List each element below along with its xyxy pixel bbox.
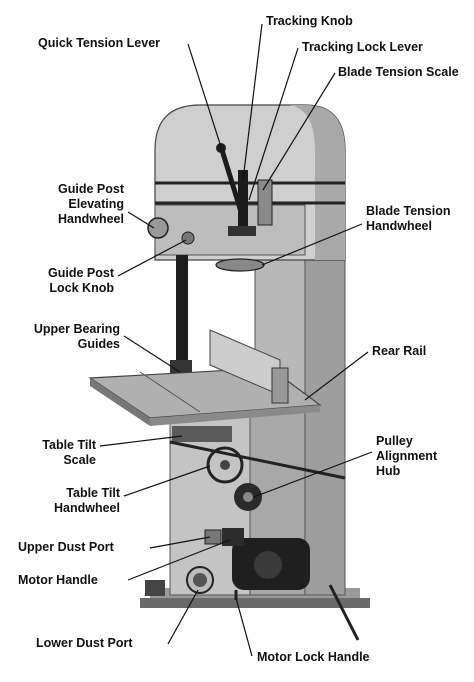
tracking-block xyxy=(228,226,256,236)
label-line: Hub xyxy=(376,464,401,478)
label-line: Guides xyxy=(77,337,120,351)
label-motor-handle: Motor Handle xyxy=(18,573,98,587)
table-tilt-handwheel-shape xyxy=(206,446,244,484)
tension-rod xyxy=(238,170,248,230)
leader-lock-knob xyxy=(117,239,187,277)
label-quick-tension-lever: Quick Tension Lever xyxy=(38,36,161,50)
label-upper-bearing-guides: Upper Bearing Guides xyxy=(10,322,120,352)
label-line: Table Tilt xyxy=(42,438,96,452)
label-lower-dust-port: Lower Dust Port xyxy=(36,636,133,650)
leader-upper-bearing-guides xyxy=(123,335,181,373)
leader-motor-handle xyxy=(127,539,231,581)
upper-dust-port-shape xyxy=(204,529,222,545)
foot-block xyxy=(145,580,165,596)
label-line: Table Tilt xyxy=(66,486,120,500)
label-line: Handwheel xyxy=(54,501,120,515)
motor-fan-cover xyxy=(254,551,282,579)
leader-quick-tension-lever xyxy=(187,43,223,151)
leader-tracking-lock-lever xyxy=(248,47,299,201)
table-edge-front xyxy=(90,378,150,426)
leader-table-tilt-scale xyxy=(99,435,183,447)
blade-tension-scale-shape xyxy=(257,179,273,226)
label-pulley-alignment-hub: Pulley Alignment Hub xyxy=(376,434,437,479)
table-edge-side xyxy=(150,405,320,426)
leader-lower-dust-port xyxy=(167,589,199,645)
elevating-handwheel-shape xyxy=(147,217,169,239)
label-rear-rail: Rear Rail xyxy=(372,344,427,358)
label-line: Guide Post xyxy=(48,266,114,280)
pulley-hub-center xyxy=(243,492,253,502)
label-line: Upper Bearing xyxy=(33,322,120,336)
leader-blade-tension-handwheel xyxy=(261,223,363,266)
label-table-tilt-handwheel: Table Tilt Handwheel xyxy=(10,486,120,516)
blade-tension-handwheel-shape xyxy=(215,258,265,272)
label-line: Handwheel xyxy=(58,212,124,226)
leader-elevating-handwheel xyxy=(127,211,155,229)
trunnion xyxy=(172,426,232,442)
guide-post xyxy=(176,255,188,365)
label-upper-dust-port: Upper Dust Port xyxy=(18,540,114,554)
base-shadow xyxy=(140,598,370,608)
label-line: Pulley xyxy=(376,434,413,448)
label-table-tilt-scale: Table Tilt Scale xyxy=(10,438,96,468)
label-tracking-lock-lever: Tracking Lock Lever xyxy=(302,40,423,54)
leader-upper-dust-port xyxy=(149,536,211,549)
label-guide-post-lock-knob: Guide Post Lock Knob xyxy=(10,266,114,296)
label-guide-post-elevating-handwheel: Guide Post Elevating Handwheel xyxy=(10,182,124,227)
label-line: Guide Post xyxy=(58,182,124,196)
miter-slot xyxy=(139,371,201,413)
leader-table-tilt-handwheel xyxy=(123,465,211,497)
label-line: Alignment xyxy=(376,449,438,463)
label-blade-tension-scale: Blade Tension Scale xyxy=(338,65,459,79)
leader-rear-rail xyxy=(304,351,369,401)
label-line: Elevating xyxy=(68,197,124,211)
lower-dust-port-opening xyxy=(193,573,207,587)
leader-blade-tension-scale xyxy=(262,72,336,191)
leader-motor-lock-handle xyxy=(235,597,253,657)
label-line: Handwheel xyxy=(366,219,432,233)
fence-end xyxy=(271,367,289,404)
label-line: Scale xyxy=(63,453,96,467)
label-motor-lock-handle: Motor Lock Handle xyxy=(257,650,370,664)
label-blade-tension-handwheel: Blade Tension Handwheel xyxy=(366,204,451,234)
label-line: Blade Tension xyxy=(366,204,451,218)
leader-tracking-knob xyxy=(242,23,263,181)
leader-pulley-alignment-hub xyxy=(253,451,373,498)
handwheel-hub xyxy=(220,460,230,470)
label-line: Lock Knob xyxy=(49,281,114,295)
power-cord xyxy=(328,584,360,641)
lower-stripe xyxy=(169,440,346,480)
label-tracking-knob: Tracking Knob xyxy=(266,14,353,28)
